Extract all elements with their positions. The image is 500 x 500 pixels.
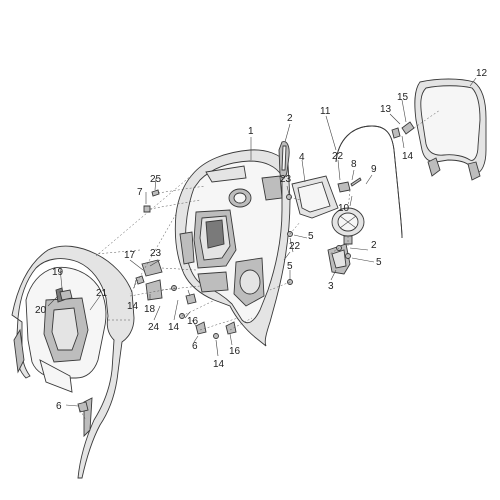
callout-22: 22 — [289, 241, 301, 252]
callout-25: 25 — [150, 174, 162, 185]
callout-5: 5 — [308, 231, 314, 242]
part-reflector-strip — [278, 141, 290, 179]
part-tank-cap — [331, 207, 365, 245]
assembly-lines — [79, 109, 441, 421]
callout-22: 22 — [332, 151, 344, 162]
callout-2: 2 — [371, 240, 377, 251]
callout-20: 20 — [35, 305, 47, 316]
part-wire-loop — [335, 125, 403, 239]
callout-21: 21 — [96, 288, 108, 299]
callout-17: 17 — [124, 250, 136, 261]
callout-15: 15 — [397, 92, 409, 103]
callout-labels: 1 2 2 3 4 5 5 5 6 6 7 8 9 10 11 12 13 14… — [35, 68, 488, 412]
callout-12: 12 — [476, 68, 488, 79]
part-leg-shield — [174, 149, 291, 347]
callout-8: 8 — [351, 159, 357, 170]
callout-24: 24 — [148, 322, 160, 333]
part-small-panel — [327, 243, 351, 275]
callout-10: 10 — [338, 203, 350, 214]
callout-5: 5 — [287, 261, 293, 272]
callout-4: 4 — [299, 152, 305, 163]
callout-3: 3 — [328, 281, 334, 292]
callout-14: 14 — [402, 151, 414, 162]
callout-7: 7 — [137, 187, 143, 198]
callout-23: 23 — [150, 248, 162, 259]
leader-lines — [47, 77, 477, 407]
callout-14: 14 — [168, 322, 180, 333]
callout-2: 2 — [287, 113, 293, 124]
callout-19: 19 — [52, 267, 64, 278]
callout-14: 14 — [213, 359, 225, 370]
part-front-shield-frame — [11, 245, 135, 479]
callout-23: 23 — [280, 174, 292, 185]
callout-6: 6 — [192, 341, 198, 352]
callout-18: 18 — [144, 304, 156, 315]
callout-13: 13 — [380, 104, 392, 115]
callout-5: 5 — [376, 257, 382, 268]
part-rear-panel — [414, 78, 487, 181]
callout-16: 16 — [187, 316, 199, 327]
callout-6: 6 — [56, 401, 62, 412]
callout-9: 9 — [371, 164, 377, 175]
callout-1: 1 — [248, 126, 254, 137]
callout-16: 16 — [229, 346, 241, 357]
callout-11: 11 — [320, 106, 331, 117]
callout-14: 14 — [127, 301, 139, 312]
part-glovebox-door — [291, 175, 339, 219]
